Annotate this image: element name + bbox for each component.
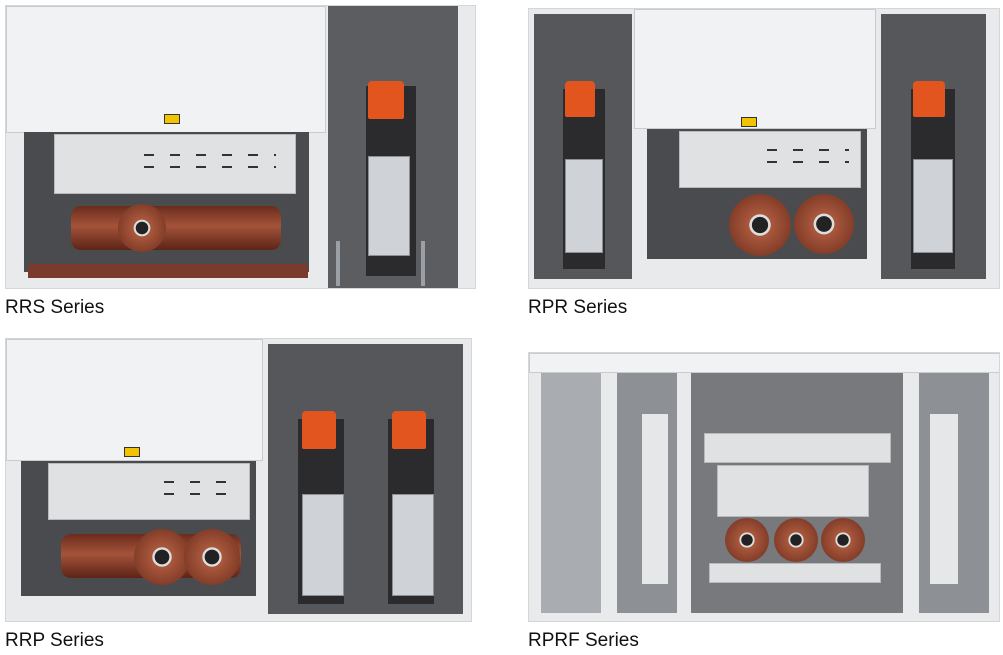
belt-unit [302,494,344,596]
roller-end-disc [184,529,240,585]
roller-end-disc [821,518,865,562]
brush-roller [71,206,281,250]
roller-hood [679,131,861,188]
warning-label [164,114,180,124]
top-cover-panel [634,9,876,129]
belt-unit [565,159,603,253]
belt-head [565,81,595,117]
vent-slots [136,154,276,156]
figure-caption: RPRF Series [528,630,639,651]
roller-end-disc [774,518,818,562]
roller-end-disc [729,194,791,256]
vent-slots [759,149,849,151]
rrs-series-photo [5,5,476,289]
warning-label [124,447,140,457]
roller-hood [48,463,250,520]
belt-unit [641,413,669,585]
roller-end-disc [134,529,190,585]
frame-top [529,353,999,373]
rrp-series-photo [5,338,472,622]
belt-unit [929,413,959,585]
rpr-series-photo [528,8,1000,289]
roller-end-disc [725,518,769,562]
left-bay [541,373,601,613]
warning-label [741,117,757,127]
figure-caption: RRP Series [5,630,104,651]
support-post [421,241,425,286]
machine-base [28,264,308,278]
rprf-series-photo [528,352,1000,622]
vent-slots [156,481,236,483]
roller-end-disc [794,194,854,254]
belt-unit [392,494,434,596]
belt-head [913,81,945,117]
top-cover-panel [6,6,326,133]
vent-slots [136,166,276,168]
belt-head [392,411,426,449]
roller-end-disc [118,204,166,252]
belt-unit [913,159,953,253]
roller-hood [717,465,869,517]
support-post [336,241,340,286]
roller-tray [709,563,881,583]
belt-head [368,81,404,119]
roller-hood [54,134,296,194]
vent-slots [156,493,236,495]
roller-hood [704,433,891,463]
figure-caption: RRS Series [5,297,105,318]
belt-unit [368,156,410,256]
top-cover-panel [6,339,263,461]
belt-head [302,411,336,449]
figure-caption: RPR Series [528,297,628,318]
vent-slots [759,161,849,163]
